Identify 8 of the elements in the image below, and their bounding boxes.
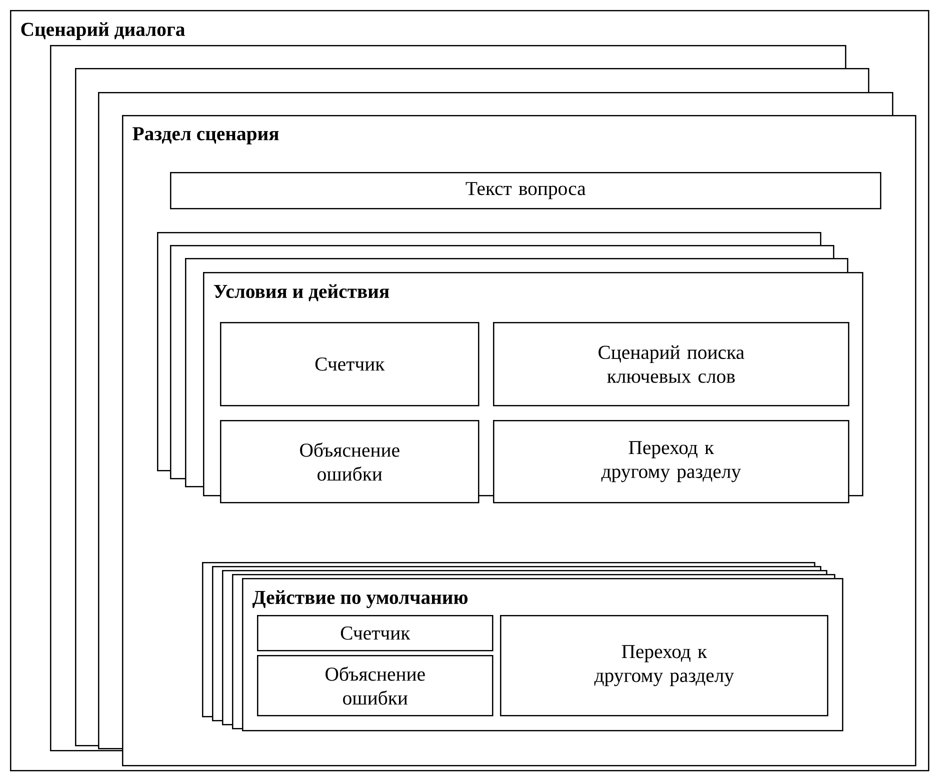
- text-box: Переход к другому разделу: [493, 420, 850, 504]
- text-box: Объяснение ошибки: [257, 655, 494, 716]
- text-box: Счетчик: [220, 322, 480, 406]
- text-box: Переход к другому разделу: [500, 615, 828, 716]
- text-box: Текст вопроса: [170, 172, 882, 210]
- text-box: Сценарий поиска ключевых слов: [493, 322, 850, 406]
- text-box: Счетчик: [257, 615, 494, 652]
- text-box: Объяснение ошибки: [220, 420, 480, 504]
